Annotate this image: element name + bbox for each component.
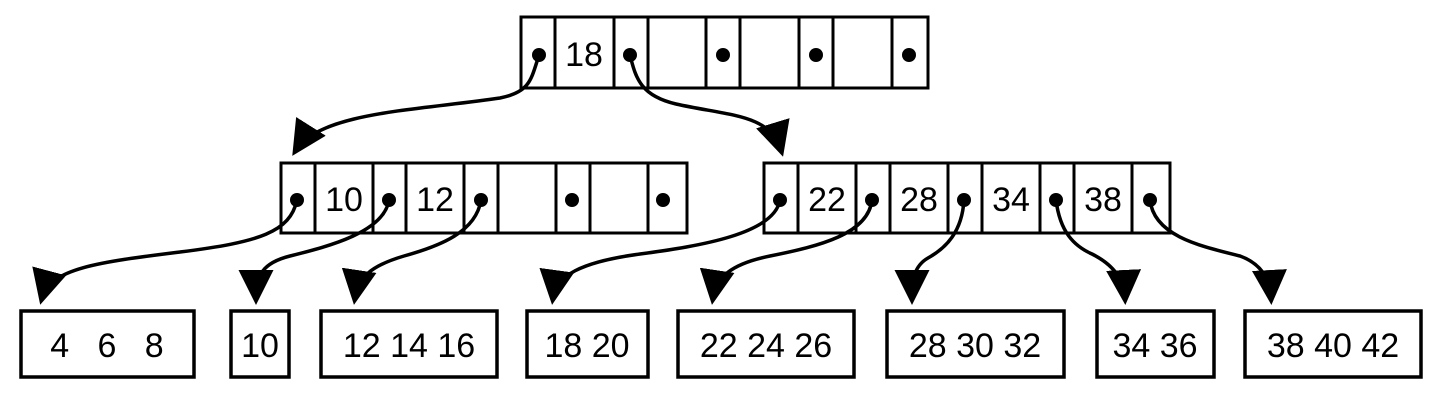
pointer-dot xyxy=(716,48,730,62)
pointer-arrow xyxy=(894,199,966,305)
leaf-node: 34 36 xyxy=(1095,309,1216,379)
pointer-arrow xyxy=(699,199,874,305)
leaf-node: 12 14 16 xyxy=(319,309,499,379)
pointer-dot xyxy=(809,48,823,62)
leaf-node: 18 20 xyxy=(525,309,650,379)
node-key: 22 xyxy=(808,181,846,219)
pointer-dot xyxy=(902,48,916,62)
leaf-keys: 4 6 8 xyxy=(50,327,163,365)
leaf-node: 10 xyxy=(229,309,291,379)
internal-node-right: 22 28 34 38 xyxy=(762,161,1172,235)
node-key: 34 xyxy=(992,181,1030,219)
leaf-keys: 28 30 32 xyxy=(909,327,1041,365)
leaf-node: 28 30 32 xyxy=(885,309,1066,379)
leaf-node: 4 6 8 xyxy=(19,309,196,379)
pointer-arrow xyxy=(539,199,782,305)
leaf-keys: 12 14 16 xyxy=(343,327,475,365)
leaf-keys: 34 36 xyxy=(1112,327,1197,365)
root-node: 18 xyxy=(519,15,930,90)
pointer-arrow xyxy=(292,54,541,156)
leaf-keys: 10 xyxy=(241,327,279,365)
leaf-node: 22 24 26 xyxy=(676,309,856,379)
leaf-keys: 38 40 42 xyxy=(1267,327,1399,365)
pointer-arrow xyxy=(1054,199,1142,305)
node-key: 18 xyxy=(565,36,603,74)
leaf-keys: 22 24 26 xyxy=(700,327,832,365)
pointer-arrow xyxy=(628,54,790,157)
node-key: 28 xyxy=(900,181,938,219)
leaf-node: 38 40 42 xyxy=(1243,309,1423,379)
pointer-arrow xyxy=(238,199,391,305)
pointer-arrow xyxy=(341,199,483,305)
internal-node-left: 10 12 xyxy=(279,161,689,235)
node-key: 38 xyxy=(1084,181,1122,219)
pointer-dot xyxy=(565,193,579,207)
pointer-arrow xyxy=(1148,199,1287,305)
node-key: 10 xyxy=(325,181,363,219)
node-key: 12 xyxy=(416,181,454,219)
pointer-arrow xyxy=(32,199,299,305)
leaf-keys: 18 20 xyxy=(544,327,629,365)
pointer-dot xyxy=(656,193,670,207)
